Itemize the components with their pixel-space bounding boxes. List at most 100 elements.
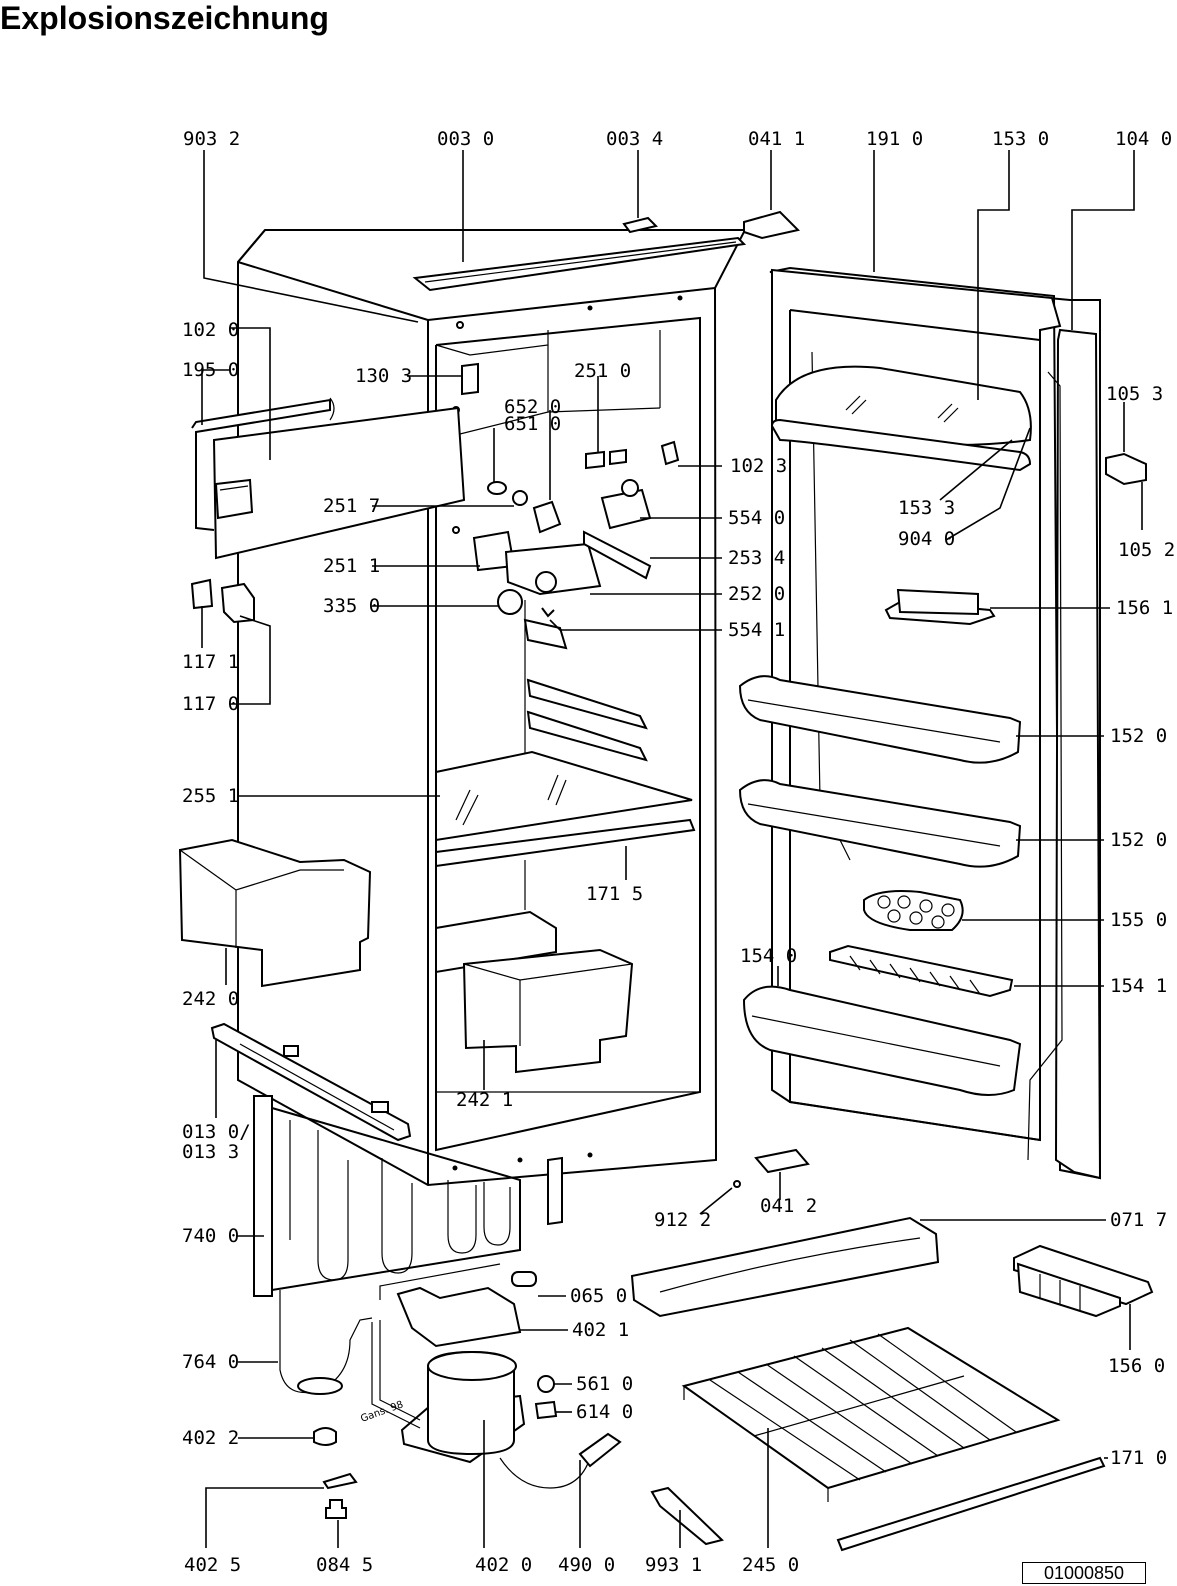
label-251-0: 251 0 [574,360,631,382]
label-117-0: 117 0 [182,693,239,715]
part-614-0 [534,1400,558,1420]
bottle-rack [829,944,1014,998]
condenser [253,1095,563,1297]
label-153-3: 153 3 [898,497,955,519]
label-242-0: 242 0 [182,988,239,1010]
thermostat-group [472,440,680,618]
label-993-1: 993 1 [645,1554,702,1576]
label-152-0-middle: 152 0 [1110,829,1167,851]
part-labels: 903 2 003 0 003 4 041 1 191 0 153 0 104 … [182,128,1175,1576]
label-651-0: 651 0 [504,413,561,435]
part-084-5 [325,1499,347,1519]
label-740-0: 740 0 [182,1225,239,1247]
label-195-0: 195 0 [182,359,239,381]
top-trim [412,236,747,292]
part-130-3 [461,362,479,396]
label-251-7: 251 7 [323,495,380,517]
door-bin-242-0 [178,838,372,988]
label-490-0: 490 0 [558,1554,615,1576]
label-041-1: 041 1 [748,128,805,150]
label-130-3: 130 3 [355,365,412,387]
dairy-compartment [770,365,1032,472]
label-402-0: 402 0 [475,1554,532,1576]
label-191-0: 191 0 [866,128,923,150]
plug [578,1432,622,1468]
butter-dish [884,588,996,626]
label-255-1: 255 1 [182,785,239,807]
label-065-0: 065 0 [570,1285,627,1307]
label-155-0: 155 0 [1110,909,1167,931]
label-156-0: 156 0 [1108,1355,1165,1377]
drawing-code: 01000850 [1022,1562,1146,1584]
label-561-0: 561 0 [576,1373,633,1395]
door-bin-middle [738,779,1022,868]
label-614-0: 614 0 [576,1401,633,1423]
label-904-0: 904 0 [898,528,955,550]
label-554-0: 554 0 [728,507,785,529]
label-154-0: 154 0 [740,945,797,967]
label-242-1: 242 1 [456,1089,513,1111]
door-bin-bottom [742,985,1022,1096]
label-251-1: 251 1 [323,555,380,577]
label-117-1: 117 1 [182,651,239,673]
label-013-0: 013 0/ [182,1121,251,1143]
light-cover [191,397,466,560]
label-003-4: 003 4 [606,128,663,150]
label-003-0: 003 0 [437,128,494,150]
label-102-3: 102 3 [730,455,787,477]
drawing-signature: Gans. 98 [359,1399,405,1425]
label-013-3: 013 3 [182,1141,239,1163]
part-117-0 [220,582,255,624]
label-402-2: 402 2 [182,1427,239,1449]
label-105-3: 105 3 [1106,383,1163,405]
label-041-2: 041 2 [760,1195,817,1217]
hinge-105 [1105,452,1147,486]
label-084-5: 084 5 [316,1554,373,1576]
label-912-2: 912 2 [654,1209,711,1231]
part-402-1 [396,1286,522,1348]
label-402-5: 402 5 [184,1554,241,1576]
kickplate [210,1022,412,1142]
capillary-tube [279,1290,373,1394]
hinge-bottom [754,1148,810,1174]
wire-shelf [681,1326,1061,1502]
power-cord [499,1457,591,1489]
label-153-0: 153 0 [992,128,1049,150]
label-652-0: 652 0 [504,396,561,418]
part-171-0 [836,1456,1106,1552]
part-117-1 [190,578,214,610]
label-554-1: 554 1 [728,619,785,641]
label-104-0: 104 0 [1115,128,1172,150]
label-105-2: 105 2 [1118,539,1175,561]
part-561-0 [537,1375,555,1393]
label-102-0: 102 0 [182,319,239,341]
label-171-5: 171 5 [586,883,643,905]
label-335-0: 335 0 [323,595,380,617]
label-402-1: 402 1 [572,1319,629,1341]
label-071-7: 071 7 [1110,1209,1167,1231]
part-003-4 [622,216,658,234]
part-065-0 [511,1271,537,1287]
label-171-0: 171 0 [1110,1447,1167,1469]
label-156-1: 156 1 [1116,597,1173,619]
cabinet-body [237,229,747,1187]
label-903-2: 903 2 [183,128,240,150]
door-bin-upper [738,675,1022,764]
part-402-5 [322,1472,358,1490]
part-993-1 [650,1486,724,1546]
label-245-0: 245 0 [742,1554,799,1576]
ice-tray [1013,1244,1154,1318]
label-152-0-upper: 152 0 [1110,725,1167,747]
page-title: Explosionszeichnung [0,0,329,36]
label-252-0: 252 0 [728,583,785,605]
part-402-2 [313,1427,337,1446]
label-764-0: 764 0 [182,1351,239,1373]
label-253-4: 253 4 [728,547,785,569]
label-154-1: 154 1 [1110,975,1167,997]
part-912-2 [733,1180,741,1188]
leader-lines [201,150,1143,1548]
part-071-7 [630,1216,940,1318]
compressor [371,1263,526,1464]
hinge-top [743,210,800,240]
